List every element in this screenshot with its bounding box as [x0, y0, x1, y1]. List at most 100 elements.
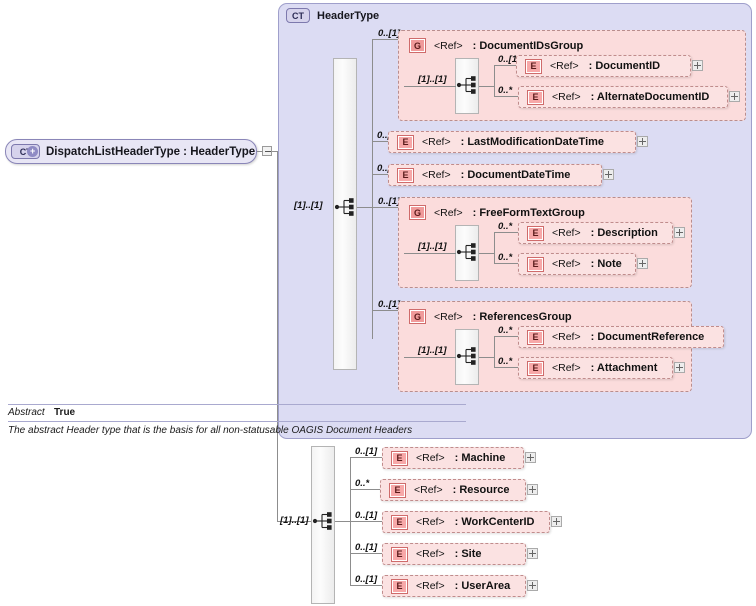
headertype-title: HeaderType	[317, 9, 380, 22]
documentidsgroup-sequence-cardinality: [1]..[1]	[418, 74, 447, 85]
element-lastmodificationdatetime[interactable]: E <Ref> : LastModificationDateTime	[388, 131, 636, 153]
lastmodificationdatetime-name: : LastModificationDateTime	[460, 136, 605, 148]
sequence-compositor-icon	[456, 243, 476, 261]
referencesgroup-header: G <Ref> : ReferencesGroup	[409, 309, 572, 324]
description-name: : Description	[590, 227, 658, 239]
connector-freeformtextgroup	[372, 207, 398, 208]
attachment-ref: <Ref>	[552, 362, 581, 374]
connector-documentid	[494, 65, 516, 66]
element-description[interactable]: E <Ref> : Description	[518, 222, 673, 244]
connector-group1-in	[404, 86, 456, 87]
headertype-sequence-cardinality: [1]..[1]	[294, 200, 323, 211]
group3-seq-out	[479, 357, 495, 358]
element-badge-icon: E	[397, 134, 414, 150]
sequence-compositor-icon	[456, 76, 476, 94]
element-site[interactable]: E <Ref> : Site	[382, 543, 526, 565]
root-node-label: DispatchListHeaderType : HeaderType	[46, 145, 256, 158]
alternatedocumentid-expand-button[interactable]	[729, 91, 740, 102]
headertype-badge-text: CT	[292, 10, 304, 21]
attachment-expand-button[interactable]	[674, 362, 685, 373]
resource-expand-button[interactable]	[527, 484, 538, 495]
element-note[interactable]: E <Ref> : Note	[518, 253, 636, 275]
documentreference-cardinality: 0..*	[498, 325, 513, 336]
documentidsgroup-name: : DocumentIDsGroup	[472, 39, 584, 52]
description-expand-button[interactable]	[674, 227, 685, 238]
sequence-compositor-icon	[334, 198, 354, 216]
connector-note	[494, 263, 518, 264]
connector-documentdatetime	[372, 174, 388, 175]
root-collapse-toggle[interactable]	[262, 146, 272, 156]
connector-userarea	[350, 585, 382, 586]
freeformtextgroup-name: : FreeFormTextGroup	[472, 206, 585, 219]
machine-expand-button[interactable]	[525, 452, 536, 463]
lastmodificationdatetime-ref: <Ref>	[422, 136, 451, 148]
workcenterid-expand-button[interactable]	[551, 516, 562, 527]
element-userarea[interactable]: E <Ref> : UserArea	[382, 575, 526, 597]
abstract-label: Abstract	[8, 406, 45, 418]
connector-documentreference	[494, 336, 518, 337]
element-documentreference[interactable]: E <Ref> : DocumentReference	[518, 326, 724, 348]
element-workcenterid[interactable]: E <Ref> : WorkCenterID	[382, 511, 550, 533]
resource-ref: <Ref>	[414, 484, 443, 496]
element-documentid[interactable]: E <Ref> : DocumentID	[516, 55, 691, 77]
connector-root-vertical	[277, 151, 278, 521]
element-machine[interactable]: E <Ref> : Machine	[382, 447, 524, 469]
connector-site	[350, 553, 382, 554]
alternatedocumentid-ref: <Ref>	[552, 91, 581, 103]
group1-branch-spine	[494, 65, 495, 96]
headertype-branch-spine	[372, 39, 373, 339]
headertype-seq-out	[357, 207, 373, 208]
group-badge-icon: G	[409, 38, 426, 53]
sequence-compositor-icon	[456, 347, 476, 365]
note-expand-button[interactable]	[637, 258, 648, 269]
documentdatetime-expand-button[interactable]	[603, 169, 614, 180]
connector-description	[494, 232, 518, 233]
group3-branch-spine	[494, 336, 495, 367]
element-attachment[interactable]: E <Ref> : Attachment	[518, 357, 673, 379]
userarea-name: : UserArea	[454, 580, 511, 592]
documentid-expand-button[interactable]	[692, 60, 703, 71]
connector-to-extension-seq	[277, 521, 311, 522]
root-complextype-node[interactable]: CT + DispatchListHeaderType : HeaderType	[5, 139, 257, 164]
group2-seq-out	[479, 253, 495, 254]
connector-attachment	[494, 367, 518, 368]
referencesgroup-sequence-cardinality: [1]..[1]	[418, 345, 447, 356]
extension-sequence-bar[interactable]	[311, 446, 335, 604]
alternatedocumentid-cardinality: 0..*	[498, 85, 513, 96]
sequence-compositor-icon	[312, 512, 332, 530]
element-badge-icon: E	[527, 329, 544, 345]
site-expand-button[interactable]	[527, 548, 538, 559]
userarea-expand-button[interactable]	[527, 580, 538, 591]
extension-sequence-cardinality: [1]..[1]	[280, 515, 309, 526]
headertype-documentation: The abstract Header type that is the bas…	[8, 421, 466, 436]
documentdatetime-ref: <Ref>	[422, 169, 451, 181]
element-badge-icon: E	[527, 225, 544, 241]
group-badge-icon: G	[409, 309, 426, 324]
site-name: : Site	[454, 548, 482, 560]
alternatedocumentid-name: : AlternateDocumentID	[590, 91, 710, 103]
element-badge-icon: E	[391, 546, 408, 562]
element-alternatedocumentid[interactable]: E <Ref> : AlternateDocumentID	[518, 86, 728, 108]
documentid-cardinality: 0..[1]	[498, 54, 521, 65]
workcenterid-cardinality: 0..[1]	[355, 510, 378, 521]
workcenterid-ref: <Ref>	[416, 516, 445, 528]
extension-seq-out	[335, 521, 351, 522]
note-ref: <Ref>	[552, 258, 581, 270]
attachment-cardinality: 0..*	[498, 356, 513, 367]
documentid-name: : DocumentID	[588, 60, 661, 72]
connector-group2-in	[404, 253, 456, 254]
connector-toggle-right	[272, 151, 278, 152]
element-resource[interactable]: E <Ref> : Resource	[380, 479, 526, 501]
complextype-badge-text: CT	[19, 146, 32, 157]
documentreference-name: : DocumentReference	[590, 331, 705, 343]
machine-name: : Machine	[454, 452, 506, 464]
element-badge-icon: E	[527, 89, 544, 105]
connector-workcenterid	[350, 521, 382, 522]
element-badge-icon: E	[389, 482, 406, 498]
element-documentdatetime[interactable]: E <Ref> : DocumentDateTime	[388, 164, 602, 186]
lastmodificationdatetime-expand-button[interactable]	[637, 136, 648, 147]
headertype-header: CT HeaderType	[286, 8, 379, 23]
freeformtextgroup-sequence-cardinality: [1]..[1]	[418, 241, 447, 252]
connector-documentidsgroup	[372, 39, 398, 40]
